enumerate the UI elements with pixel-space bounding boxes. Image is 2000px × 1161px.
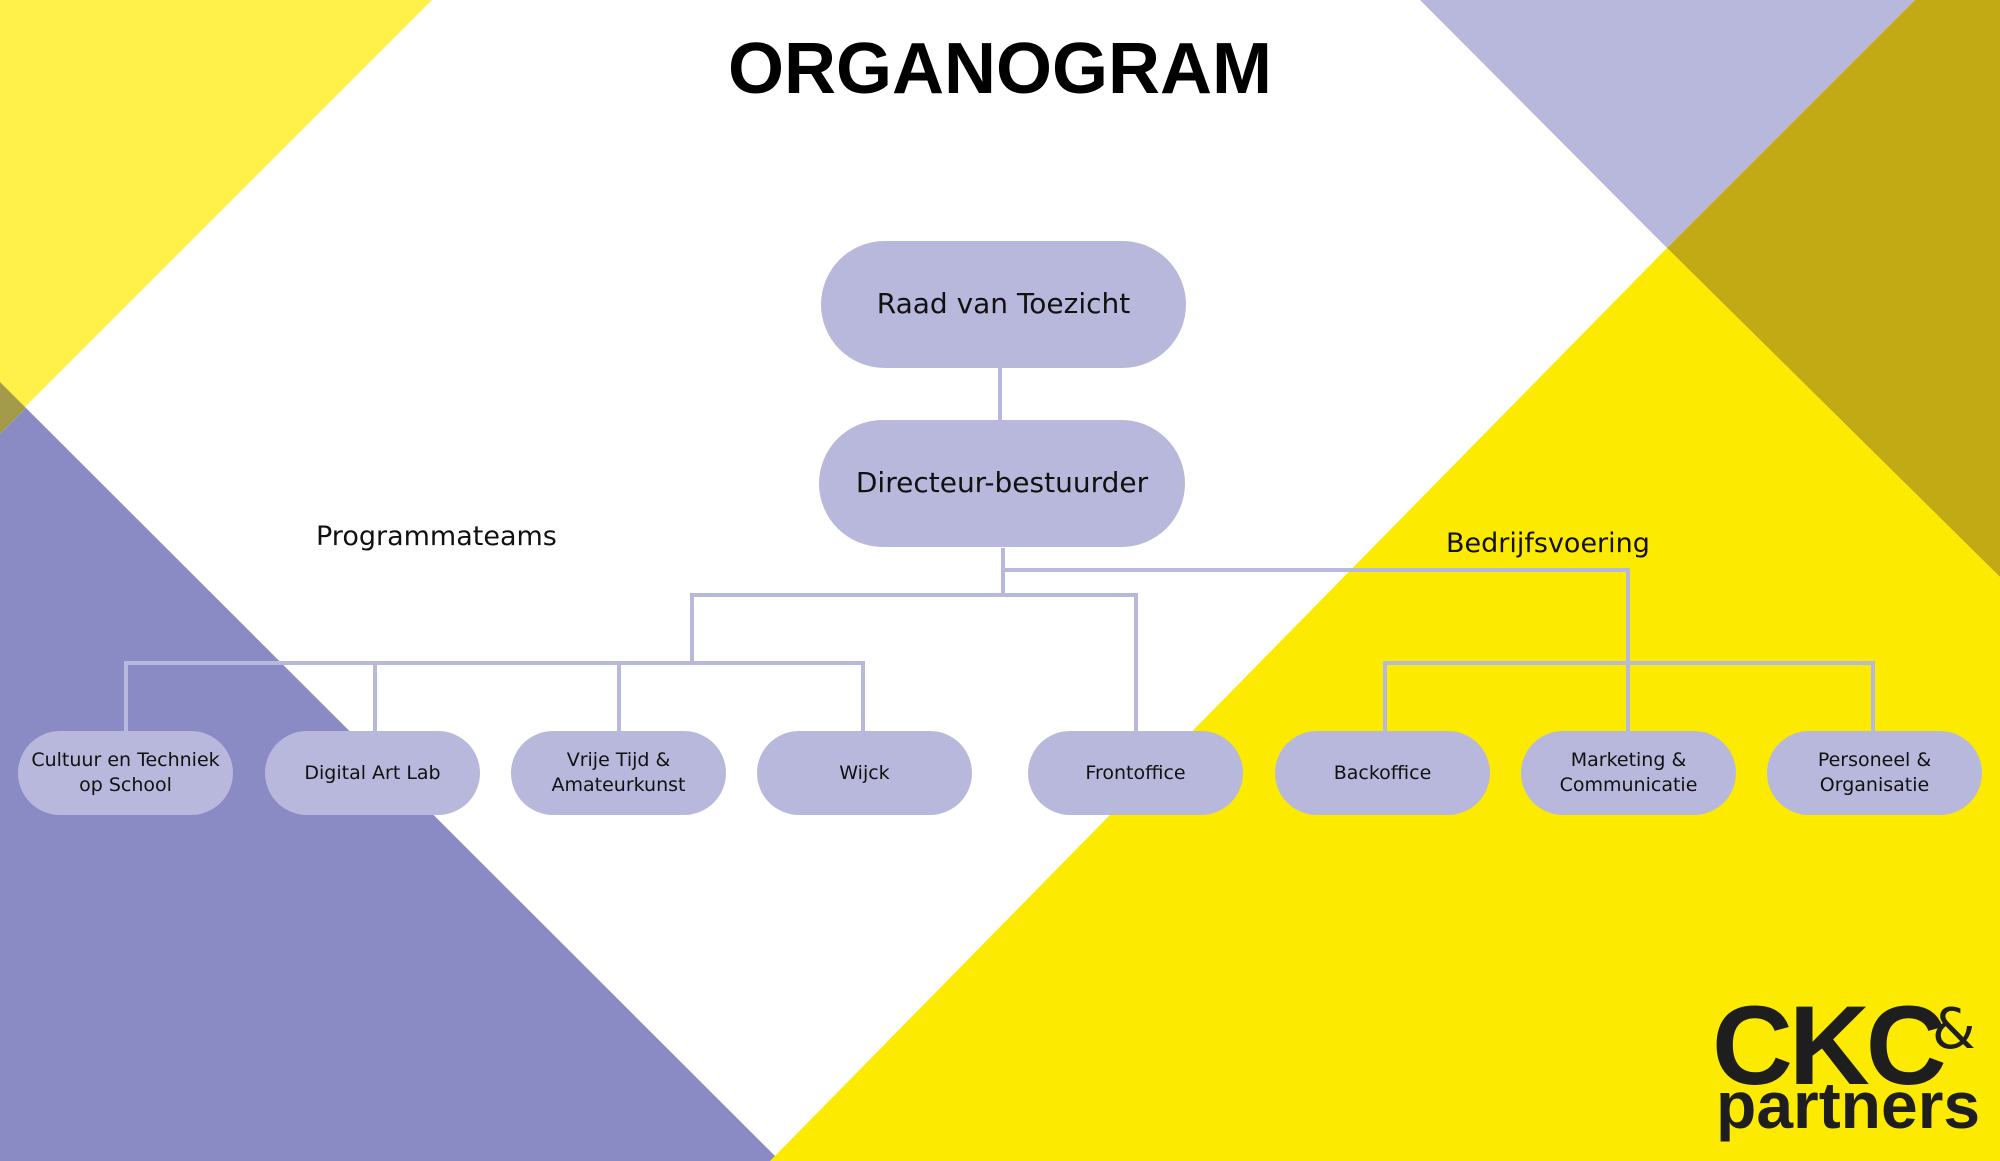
node-label: Wijck xyxy=(839,761,890,784)
left-olive-triangle xyxy=(0,382,26,434)
logo-main-text: CKC xyxy=(1712,983,1947,1108)
logo-ampersand: & xyxy=(1932,997,1976,1062)
connector-lines xyxy=(124,368,1875,732)
node-label: Raad van Toezicht xyxy=(876,287,1131,321)
node-wijck: Wijck xyxy=(757,731,972,815)
node-label: Cultuur en Techniek op School xyxy=(31,749,220,796)
node-label: Digital Art Lab xyxy=(304,761,441,784)
node-backoffice: Backoffice xyxy=(1275,731,1490,815)
node-label: Personeel & Organisatie xyxy=(1817,749,1932,796)
node-directeur-bestuurder: Directeur-bestuurder xyxy=(819,420,1185,547)
group-label-bedrijfsvoering: Bedrijfsvoering xyxy=(1446,528,1650,559)
node-digital-art-lab: Digital Art Lab xyxy=(265,731,480,815)
node-frontoffice: Frontoffice xyxy=(1028,731,1243,815)
node-cultuur-en-techniek: Cultuur en Techniek op School xyxy=(18,731,233,815)
node-raad-van-toezicht: Raad van Toezicht xyxy=(821,241,1186,368)
node-personeel-organisatie: Personeel & Organisatie xyxy=(1767,731,1982,815)
node-marketing-communicatie: Marketing & Communicatie xyxy=(1521,731,1736,815)
right-olive-triangle xyxy=(1667,0,2000,577)
top-left-yellow-triangle xyxy=(0,0,432,432)
node-vrije-tijd: Vrije Tijd & Amateurkunst xyxy=(511,731,726,815)
top-right-lavender-triangle xyxy=(1420,0,1915,248)
node-label: Backoffice xyxy=(1333,761,1432,784)
logo-sub-text: partners xyxy=(1716,1068,1981,1142)
node-label: Frontoffice xyxy=(1085,761,1186,784)
group-label-programmateams: Programmateams xyxy=(316,521,557,552)
node-label: Directeur-bestuurder xyxy=(855,466,1149,500)
page-title: ORGANOGRAM xyxy=(728,29,1272,109)
node-label: Marketing & Communicatie xyxy=(1559,749,1698,796)
node-label: Vrije Tijd & Amateurkunst xyxy=(551,749,686,796)
